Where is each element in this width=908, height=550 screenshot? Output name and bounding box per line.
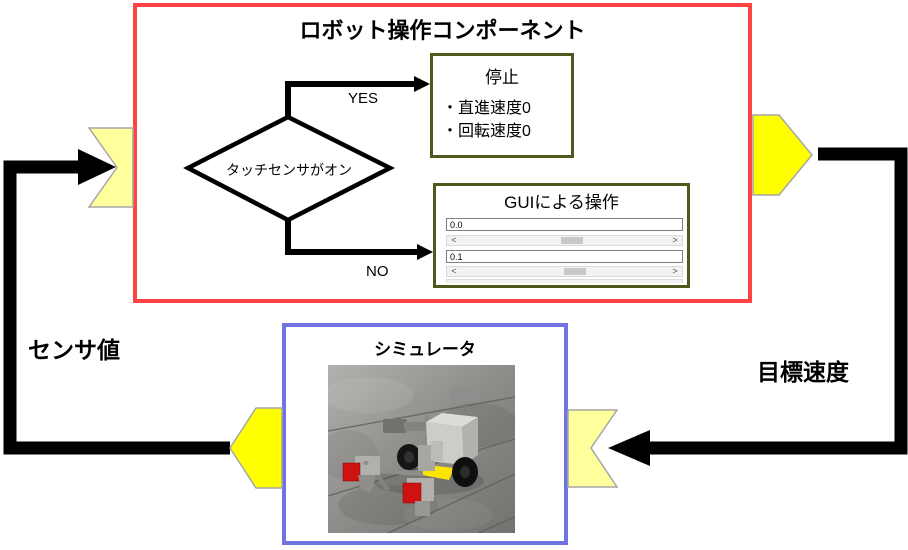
no-label: NO [366, 263, 389, 280]
stop-box-title: 停止 [485, 68, 519, 87]
target-speed-arrowhead-icon [608, 430, 650, 466]
sensor-value-arrowhead-icon [78, 149, 116, 185]
stop-item-rotation: ・回転速度0 [442, 123, 531, 140]
component-title: ロボット操作コンポーネント [299, 18, 586, 43]
scrollbar-thumb[interactable] [564, 268, 586, 275]
component-output-port-icon [752, 114, 813, 196]
sensor-value-label: センサ値 [28, 337, 120, 363]
stop-box: 停止 ・直進速度0 ・回転速度0 [430, 53, 574, 158]
yes-label: YES [348, 90, 379, 107]
scrollbar-thumb[interactable] [561, 237, 583, 244]
robot-model [342, 385, 484, 516]
simulator-output-port-icon [229, 407, 283, 489]
simulator-screenshot [328, 365, 515, 533]
stop-item-linear: ・直進速度0 [442, 100, 531, 117]
scrollbar-right-arrow-icon[interactable]: > [672, 235, 678, 245]
scrollbar-left-arrow-icon[interactable]: < [451, 266, 457, 276]
simulator-title: シミュレータ [374, 340, 476, 359]
speed-scrollbar-2[interactable]: < > [446, 266, 683, 277]
speed-input-2[interactable] [446, 250, 683, 263]
component-input-port-icon [87, 127, 134, 208]
partial-scrollbar [446, 279, 683, 283]
scrollbar-left-arrow-icon[interactable]: < [451, 235, 457, 245]
decision-label: タッチセンサがオン [226, 162, 352, 178]
scrollbar-right-arrow-icon[interactable]: > [672, 266, 678, 276]
gui-box-title: GUIによる操作 [504, 193, 619, 212]
speed-input-1[interactable] [446, 218, 683, 231]
simulator-input-port-icon [567, 409, 619, 488]
target-speed-label: 目標速度 [757, 359, 849, 385]
gui-operation-box: GUIによる操作 < > < > [433, 183, 690, 288]
stop-box-items: ・直進速度0 ・回転速度0 [442, 97, 531, 143]
speed-scrollbar-1[interactable]: < > [446, 235, 683, 246]
